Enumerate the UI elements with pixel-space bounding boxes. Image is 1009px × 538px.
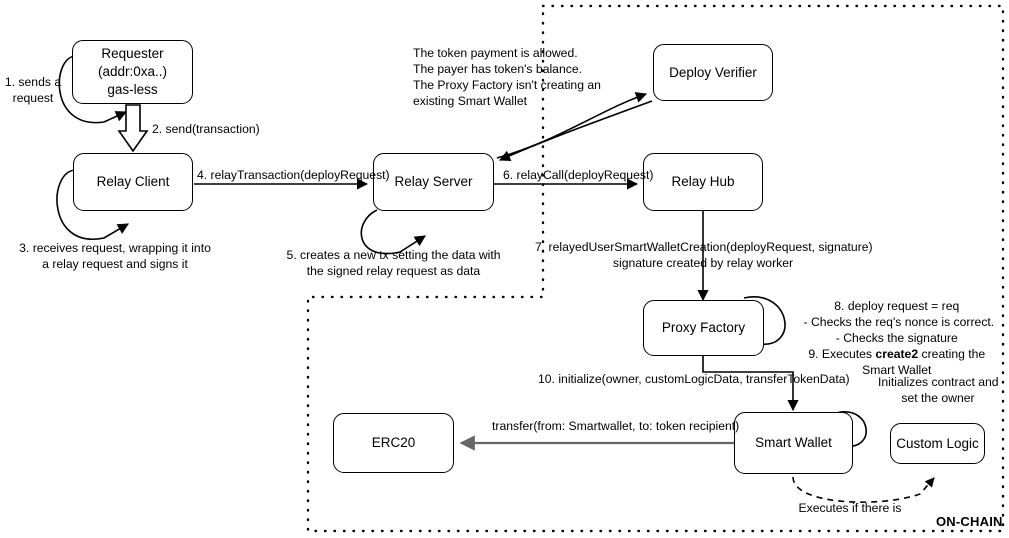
node-deploy-verifier[interactable]: Deploy Verifier xyxy=(653,44,773,101)
edge-proxy-factory-self xyxy=(743,296,786,349)
label-step-4: 4. relayTransaction(deployRequest) xyxy=(197,168,390,182)
label-step-7: 7. relayedUserSmartWalletCreation(deploy… xyxy=(535,240,873,271)
edge-server-to-verifier xyxy=(496,92,648,159)
label-step-9-line-2: Smart Wallet xyxy=(862,363,932,378)
node-relay-server[interactable]: Relay Server xyxy=(373,153,494,211)
label-step-6: 6. relayCall(deployRequest) xyxy=(503,168,654,182)
edge-executes-if-there-is xyxy=(792,476,935,503)
node-smart-wallet[interactable]: Smart Wallet xyxy=(734,412,853,474)
label-deploy-verifier-note: The token payment is allowed. The payer … xyxy=(413,46,601,109)
edge-initialize xyxy=(702,350,799,412)
node-relay-hub-label: Relay Hub xyxy=(671,174,735,190)
node-smart-wallet-label: Smart Wallet xyxy=(755,435,832,451)
node-proxy-factory-label: Proxy Factory xyxy=(661,320,746,336)
label-step-3: 3. receives request, wrapping it into a … xyxy=(19,241,211,272)
node-relay-hub[interactable]: Relay Hub xyxy=(643,153,763,211)
label-step-8-line-2: - Checks the req's nonce is correct. xyxy=(803,315,995,330)
node-erc20-label: ERC20 xyxy=(371,435,416,451)
label-step-8-line-1: 8. deploy request = req xyxy=(834,299,960,314)
label-executes-if-there-is: Executes if there is xyxy=(798,501,902,515)
edge-send-transaction-blockarrow xyxy=(117,104,149,153)
node-requester-line-1: Requester xyxy=(101,46,164,62)
label-step-8-line-3: - Checks the signature xyxy=(835,331,958,346)
label-transfer: transfer(from: Smartwallet, to: token re… xyxy=(492,419,740,433)
node-proxy-factory[interactable]: Proxy Factory xyxy=(643,300,764,356)
label-step-1: 1. sends a request xyxy=(4,75,62,106)
node-deploy-verifier-label: Deploy Verifier xyxy=(669,64,757,80)
label-step-2: 2. send(transaction) xyxy=(152,122,260,136)
edge-relay-server-self xyxy=(360,209,426,255)
node-requester-line-2: (addr:0xa..) xyxy=(97,64,168,80)
label-step-5: 5. creates a new tx setting the data wit… xyxy=(286,248,501,279)
label-custom-logic-note: Initializes contract and set the owner xyxy=(878,375,999,406)
node-requester-line-3: gas-less xyxy=(107,81,158,97)
node-requester[interactable]: Requester (addr:0xa..) gas-less xyxy=(72,40,193,104)
label-step-9-create2: create2 xyxy=(875,347,919,362)
node-relay-client-label: Relay Client xyxy=(96,174,170,190)
label-step-10: 10. initialize(owner, customLogicData, t… xyxy=(538,372,850,386)
edge-requester-self xyxy=(58,55,128,124)
node-erc20[interactable]: ERC20 xyxy=(333,413,454,473)
node-custom-logic[interactable]: Custom Logic xyxy=(890,423,985,464)
node-relay-client[interactable]: Relay Client xyxy=(73,153,193,211)
edge-verifier-to-server xyxy=(498,100,653,162)
label-step-9-suffix: creating the xyxy=(918,347,986,362)
label-step-8-9: 8. deploy request = req - Checks the req… xyxy=(790,282,995,395)
node-custom-logic-label: Custom Logic xyxy=(896,435,979,451)
node-relay-server-label: Relay Server xyxy=(394,174,473,190)
label-step-9-line-1: 9. Executes create2 creating the xyxy=(808,347,985,361)
label-step-9-prefix: 9. Executes xyxy=(808,347,876,362)
edge-relay-client-self xyxy=(56,169,129,241)
label-on-chain: ON-CHAIN xyxy=(936,514,1003,529)
